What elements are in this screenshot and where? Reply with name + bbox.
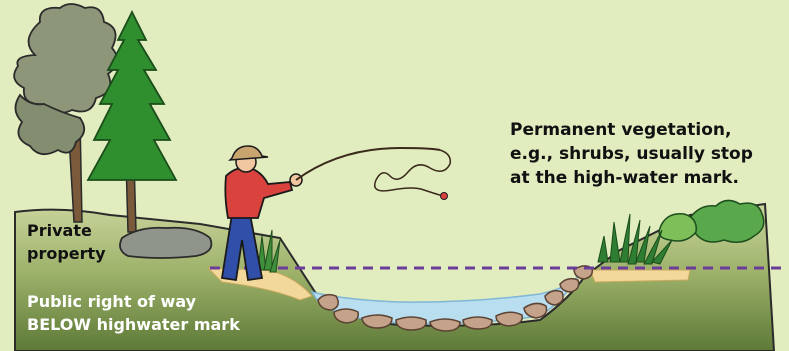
right-sand-bank [590, 270, 690, 282]
fisherman [222, 146, 450, 280]
callout-line-2: e.g., shrubs, usually stop [510, 142, 753, 166]
public-right-of-way-label: Public right of way BELOW highwater mark [27, 290, 240, 336]
private-line-1: Private [27, 219, 106, 242]
gray-tree [14, 4, 117, 222]
callout-line-1: Permanent vegetation, [510, 118, 753, 142]
vegetation-callout: Permanent vegetation, e.g., shrubs, usua… [510, 118, 753, 190]
public-line-2: BELOW highwater mark [27, 313, 240, 336]
callout-line-3: at the high-water mark. [510, 166, 753, 190]
boulder [120, 228, 211, 258]
public-line-1: Public right of way [27, 290, 240, 313]
private-line-2: property [27, 242, 106, 265]
private-property-label: Private property [27, 219, 106, 265]
